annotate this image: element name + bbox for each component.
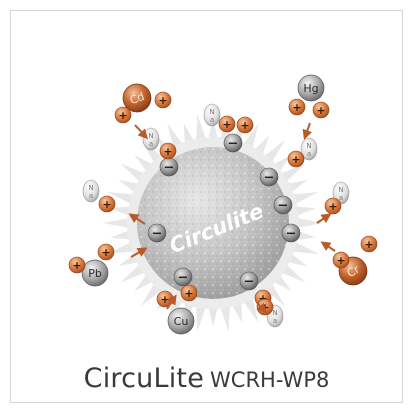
svg-text:+: + [258, 292, 267, 305]
exchange-site-minus: − [173, 267, 193, 287]
positive-charge: + [332, 251, 350, 269]
svg-text:N: N [209, 108, 214, 116]
sodium-ion: Na [203, 103, 221, 127]
svg-text:+: + [158, 94, 167, 107]
flow-arrow [130, 247, 148, 258]
svg-text:+: + [72, 259, 81, 272]
svg-text:−: − [264, 171, 275, 186]
metal-ion: Pb [81, 259, 109, 287]
exchange-site-minus: − [159, 157, 179, 177]
flow-arrow [316, 213, 332, 224]
svg-text:N: N [272, 309, 277, 317]
positive-charge: + [236, 116, 254, 134]
sodium-ion: Na [300, 137, 318, 161]
svg-text:+: + [292, 101, 301, 114]
svg-text:−: − [278, 199, 289, 214]
positive-charge: + [287, 150, 305, 168]
svg-text:−: − [164, 161, 175, 176]
svg-text:−: − [178, 271, 189, 286]
svg-text:+: + [102, 198, 111, 211]
flow-arrow [134, 124, 149, 140]
svg-text:a: a [149, 140, 153, 148]
svg-text:−: − [152, 227, 163, 242]
metal-ion: Cu [167, 307, 195, 335]
svg-text:N: N [306, 142, 311, 150]
svg-text:Cd: Cd [128, 90, 146, 107]
product-model: WCRH-WP8 [210, 368, 330, 392]
svg-text:+: + [336, 254, 345, 267]
positive-charge: + [159, 142, 177, 160]
svg-text:Hg: Hg [303, 82, 318, 95]
flow-arrow [256, 302, 268, 314]
exchange-sites: −−−−−−−− [147, 133, 301, 291]
svg-text:a: a [307, 150, 311, 158]
positive-charge: + [218, 115, 236, 133]
svg-text:Cu: Cu [174, 315, 189, 328]
positive-charge: + [312, 101, 330, 119]
flow-arrow [302, 122, 313, 140]
svg-text:−: − [228, 137, 239, 152]
positive-charge: + [180, 284, 198, 302]
flow-arrow [166, 294, 177, 310]
positive-charge: + [360, 235, 378, 253]
positive-charge: + [98, 195, 116, 213]
svg-text:+: + [364, 238, 373, 251]
metal-ion: Hg [297, 74, 325, 102]
svg-text:+: + [160, 293, 169, 306]
svg-text:+: + [316, 104, 325, 117]
svg-text:a: a [273, 317, 277, 325]
ion-exchange-illustration: Circulite −−−−−−−− Cd++Hg++Pb++Cu++Cr++N… [68, 74, 378, 335]
resin-bead: Circulite [137, 147, 289, 299]
positive-charge: + [324, 197, 342, 215]
positive-charge: + [256, 298, 274, 316]
svg-text:Pb: Pb [88, 267, 102, 280]
product-name: CircuLite [83, 363, 205, 394]
sodium-ion: Na [142, 127, 160, 151]
positive-charge: + [288, 98, 306, 116]
exchange-site-minus: − [147, 223, 167, 243]
exchange-site-minus: − [259, 167, 279, 187]
metal-ion: Cd [122, 83, 152, 113]
flow-arrows [128, 122, 336, 314]
svg-text:N: N [338, 186, 343, 194]
sodium-ion: Na [332, 181, 350, 205]
svg-text:+: + [291, 153, 300, 166]
exchange-site-minus: − [223, 133, 243, 153]
sodium-ion: Na [82, 179, 100, 203]
svg-text:+: + [118, 109, 127, 122]
svg-text:+: + [184, 287, 193, 300]
svg-text:N: N [88, 184, 93, 192]
svg-text:+: + [328, 200, 337, 213]
positive-charge: + [114, 106, 132, 124]
svg-text:+: + [240, 119, 249, 132]
svg-text:+: + [222, 118, 231, 131]
svg-text:+: + [101, 246, 110, 259]
positive-charge: + [97, 243, 115, 261]
svg-text:N: N [148, 132, 153, 140]
exchange-site-minus: − [239, 271, 259, 291]
svg-text:+: + [163, 145, 172, 158]
flow-arrow [320, 241, 336, 252]
svg-text:−: − [286, 227, 297, 242]
exchange-site-minus: − [281, 223, 301, 243]
svg-text:−: − [244, 275, 255, 290]
positive-charge: + [68, 256, 86, 274]
exchange-site-minus: − [273, 195, 293, 215]
positive-charge: + [154, 91, 172, 109]
svg-text:a: a [210, 116, 214, 124]
product-card: Circulite −−−−−−−− Cd++Hg++Pb++Cu++Cr++N… [10, 10, 403, 403]
svg-text:a: a [339, 194, 343, 202]
flow-arrow [128, 213, 146, 225]
svg-text:a: a [89, 192, 93, 200]
